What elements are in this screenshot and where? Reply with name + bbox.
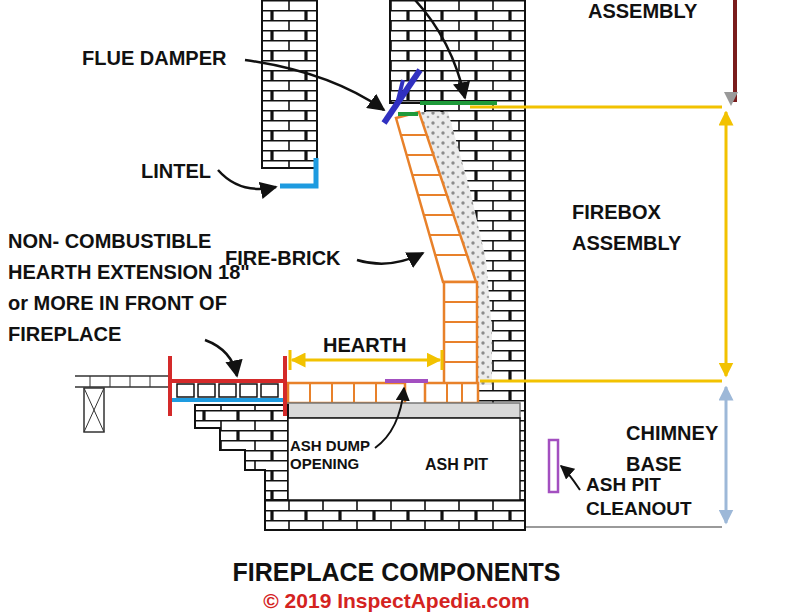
hearth-dimension xyxy=(292,359,440,362)
part-label: FIREBOX ASSEMBLY xyxy=(572,197,707,259)
floor-board-joint xyxy=(90,376,150,387)
hearth-firebrick xyxy=(288,383,405,403)
floor-joist-cross xyxy=(84,388,104,432)
chimney-base-dimension xyxy=(725,387,728,523)
assembly-arrow-head xyxy=(724,92,738,106)
hearth-extension-marker xyxy=(170,379,285,383)
leader-arrow xyxy=(205,340,237,376)
part-label: LINTEL xyxy=(141,160,231,183)
foundation-brick xyxy=(265,500,525,530)
watermark: © 2019 InspectApedia.com xyxy=(0,589,793,613)
firebrick-joint xyxy=(401,135,467,255)
part-label: ASSEMBLY xyxy=(588,0,738,23)
chimney-brick-column xyxy=(262,0,317,168)
firebrick-wall xyxy=(396,112,476,282)
part-label: NON- COMBUSTIBLE HEARTH EXTENSION 18" or… xyxy=(8,226,273,350)
ash-pit-chamber xyxy=(288,418,520,500)
hearth-firebrick xyxy=(425,383,478,403)
hearth-extension-marker xyxy=(170,356,285,416)
chimney-base-bracket xyxy=(526,526,722,528)
leader-arrow xyxy=(245,60,384,110)
part-label: FLUE DAMPER xyxy=(82,47,282,70)
part-label: HEARTH xyxy=(323,334,423,357)
hearth-extension-brick xyxy=(177,384,278,397)
part-label: ASH PIT CLEANOUT xyxy=(586,473,706,521)
hearth-slab xyxy=(288,403,520,418)
leader-arrow xyxy=(218,170,276,189)
floor-joist xyxy=(84,388,104,432)
lintel-marker xyxy=(280,158,316,186)
ash-pit-cleanout-door xyxy=(549,440,558,492)
leader-arrow xyxy=(375,388,404,448)
diagram-title: FIREPLACE COMPONENTS xyxy=(0,558,793,587)
firebrick-joint xyxy=(444,302,477,362)
leader-arrow xyxy=(357,253,423,264)
firebrick-joint xyxy=(310,383,462,403)
hearth-extension-base xyxy=(172,398,283,402)
flue-damper-handle xyxy=(397,80,403,104)
floor-board xyxy=(75,376,168,387)
leader-arrow xyxy=(415,0,465,98)
flue-damper-plate xyxy=(384,70,420,123)
leader-arrow xyxy=(561,466,580,490)
part-label: ASH PIT xyxy=(425,456,505,474)
assembly-bracket xyxy=(733,0,737,102)
ash-dump-marker xyxy=(385,379,428,383)
part-label: ASH DUMP OPENING xyxy=(290,437,380,473)
firebox-bracket xyxy=(470,107,722,381)
firebox-dimension xyxy=(725,112,728,376)
part-label: CHIMNEY BASE xyxy=(626,418,741,480)
firebrick-wall xyxy=(444,282,477,385)
